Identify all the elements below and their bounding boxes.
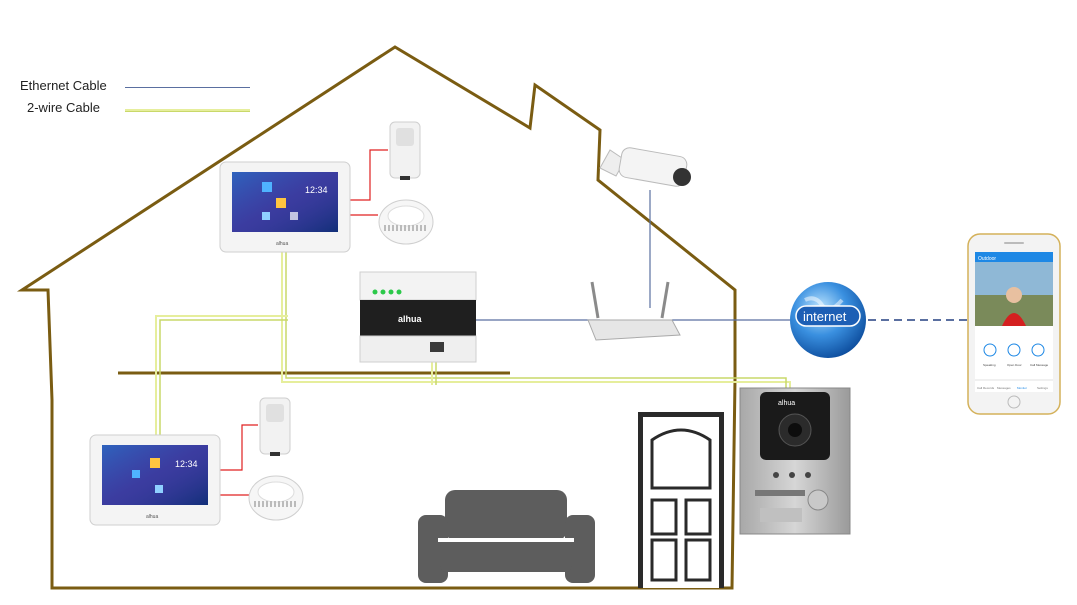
sensor-wires-upper bbox=[350, 149, 388, 216]
indoor-monitor-lower: 12:34 alhua bbox=[89, 434, 221, 526]
legend-two-wire-line bbox=[125, 109, 250, 112]
internet-globe: internet bbox=[790, 282, 866, 358]
ip-camera bbox=[599, 147, 691, 187]
door-station-brand: alhua bbox=[778, 400, 795, 407]
smoke-detector-upper bbox=[378, 199, 434, 245]
legend-ethernet-label: Ethernet Cable bbox=[20, 78, 107, 93]
sofa bbox=[418, 490, 595, 583]
network-switch: alhua bbox=[359, 271, 477, 363]
sensor-wires-lower bbox=[220, 424, 258, 496]
phone-button-call-message[interactable]: Call Message bbox=[1030, 363, 1049, 367]
phone-tab-settings[interactable]: Settings bbox=[1037, 386, 1048, 390]
motion-detector-lower bbox=[259, 397, 291, 456]
internet-label: internet bbox=[803, 309, 847, 324]
ethernet-cables bbox=[476, 190, 790, 321]
monitor-brand-upper: alhua bbox=[276, 241, 288, 247]
phone-tab-monitor[interactable]: Monitor bbox=[1017, 386, 1027, 390]
door bbox=[638, 412, 724, 588]
phone-button-open-door[interactable]: Open Door bbox=[1007, 363, 1022, 367]
legend-two-wire-label: 2-wire Cable bbox=[27, 100, 100, 115]
indoor-monitor-upper: 12:34 alhua bbox=[219, 161, 351, 253]
phone-tab-call-records[interactable]: Call Records bbox=[977, 386, 995, 390]
two-wire-cables bbox=[155, 252, 791, 440]
door-station: alhua bbox=[739, 387, 851, 535]
phone-header: Outdoor bbox=[978, 256, 996, 262]
phone-tab-messages[interactable]: Messages bbox=[997, 386, 1011, 390]
motion-detector-upper bbox=[389, 121, 421, 180]
smartphone: Outdoor Speaking Open Door Call Message … bbox=[967, 233, 1061, 415]
smoke-detector-lower bbox=[248, 475, 304, 521]
switch-brand: alhua bbox=[398, 314, 423, 324]
phone-button-speaking[interactable]: Speaking bbox=[983, 363, 996, 367]
monitor-time-lower: 12:34 bbox=[175, 459, 198, 469]
house-outline bbox=[16, 45, 737, 590]
monitor-brand-lower: alhua bbox=[146, 514, 158, 520]
legend-ethernet-line bbox=[125, 87, 250, 88]
monitor-time-upper: 12:34 bbox=[305, 185, 328, 195]
wifi-router bbox=[587, 281, 681, 341]
